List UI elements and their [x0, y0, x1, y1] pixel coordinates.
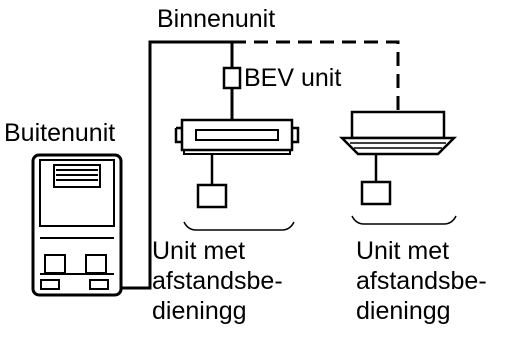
left-remote-caption: Unit met afstandsbe- dieningg	[152, 236, 283, 326]
left-remote-caption-line2: afstandsbe-	[152, 267, 283, 295]
right-remote-caption-line2: afstandsbe-	[356, 267, 487, 295]
left-remote-caption-line3: dieningg	[152, 297, 247, 325]
right-remote-caption-line1: Unit met	[356, 237, 450, 265]
cassette-indoor-unit	[338, 110, 458, 156]
dashed-connection-line	[232, 40, 400, 112]
right-remote-caption: Unit met afstandsbe- dieningg	[356, 236, 487, 326]
left-remote-controller	[196, 183, 228, 209]
bev-unit-box	[222, 66, 242, 90]
outdoor-unit	[31, 153, 123, 297]
right-remote-bracket	[351, 215, 457, 225]
bev-unit-label: BEV unit	[244, 64, 342, 92]
left-remote-bracket	[183, 221, 295, 231]
right-remote-controller	[360, 180, 392, 206]
main-pipe-line	[112, 40, 232, 290]
left-remote-caption-line1: Unit met	[152, 237, 246, 265]
right-remote-caption-line3: dieningg	[356, 297, 451, 325]
indoor-unit-label: Binnenunit	[157, 5, 276, 33]
ducted-indoor-unit	[174, 118, 300, 155]
outdoor-unit-label: Buitenunit	[4, 119, 116, 147]
